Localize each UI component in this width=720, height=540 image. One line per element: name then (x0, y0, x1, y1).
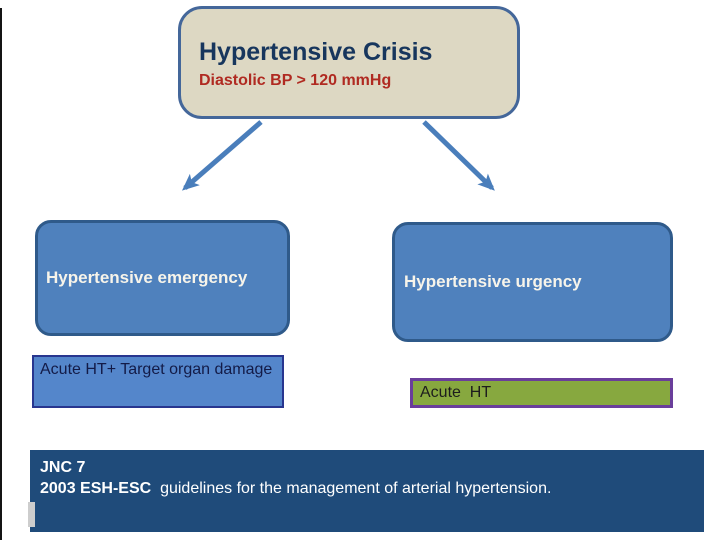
acute-ht-target-organ-label: Acute HT+ Target organ damage (40, 361, 273, 378)
citation-line2-text: guidelines for the management of arteria… (151, 480, 552, 498)
citation-line2: 2003 ESH-ESC guidelines for the manageme… (40, 478, 694, 499)
hypertensive-urgency-box: Hypertensive urgency (392, 222, 673, 342)
acute-ht-box: Acute HT (410, 378, 673, 408)
citation-footer: JNC 7 2003 ESH-ESC guidelines for the ma… (30, 450, 704, 532)
slide-left-border (0, 8, 2, 540)
arrow-left-icon (181, 120, 263, 191)
slide-title: Hypertensive Crisis (199, 38, 433, 66)
acute-ht-label: Acute HT (420, 384, 492, 401)
acute-ht-target-organ-box: Acute HT+ Target organ damage (32, 355, 284, 408)
footer-edge-artifact (28, 502, 35, 527)
slide-subtitle: Diastolic BP > 120 mmHg (199, 71, 392, 89)
hypertensive-urgency-label: Hypertensive urgency (404, 272, 582, 291)
citation-line1: JNC 7 (40, 459, 86, 476)
hypertensive-emergency-label: Hypertensive emergency (46, 268, 248, 287)
hypertensive-emergency-box: Hypertensive emergency (35, 220, 290, 336)
arrow-right-icon (422, 120, 495, 191)
citation-line2-source: 2003 ESH-ESC (40, 480, 152, 498)
title-box: Hypertensive Crisis Diastolic BP > 120 m… (178, 6, 520, 119)
